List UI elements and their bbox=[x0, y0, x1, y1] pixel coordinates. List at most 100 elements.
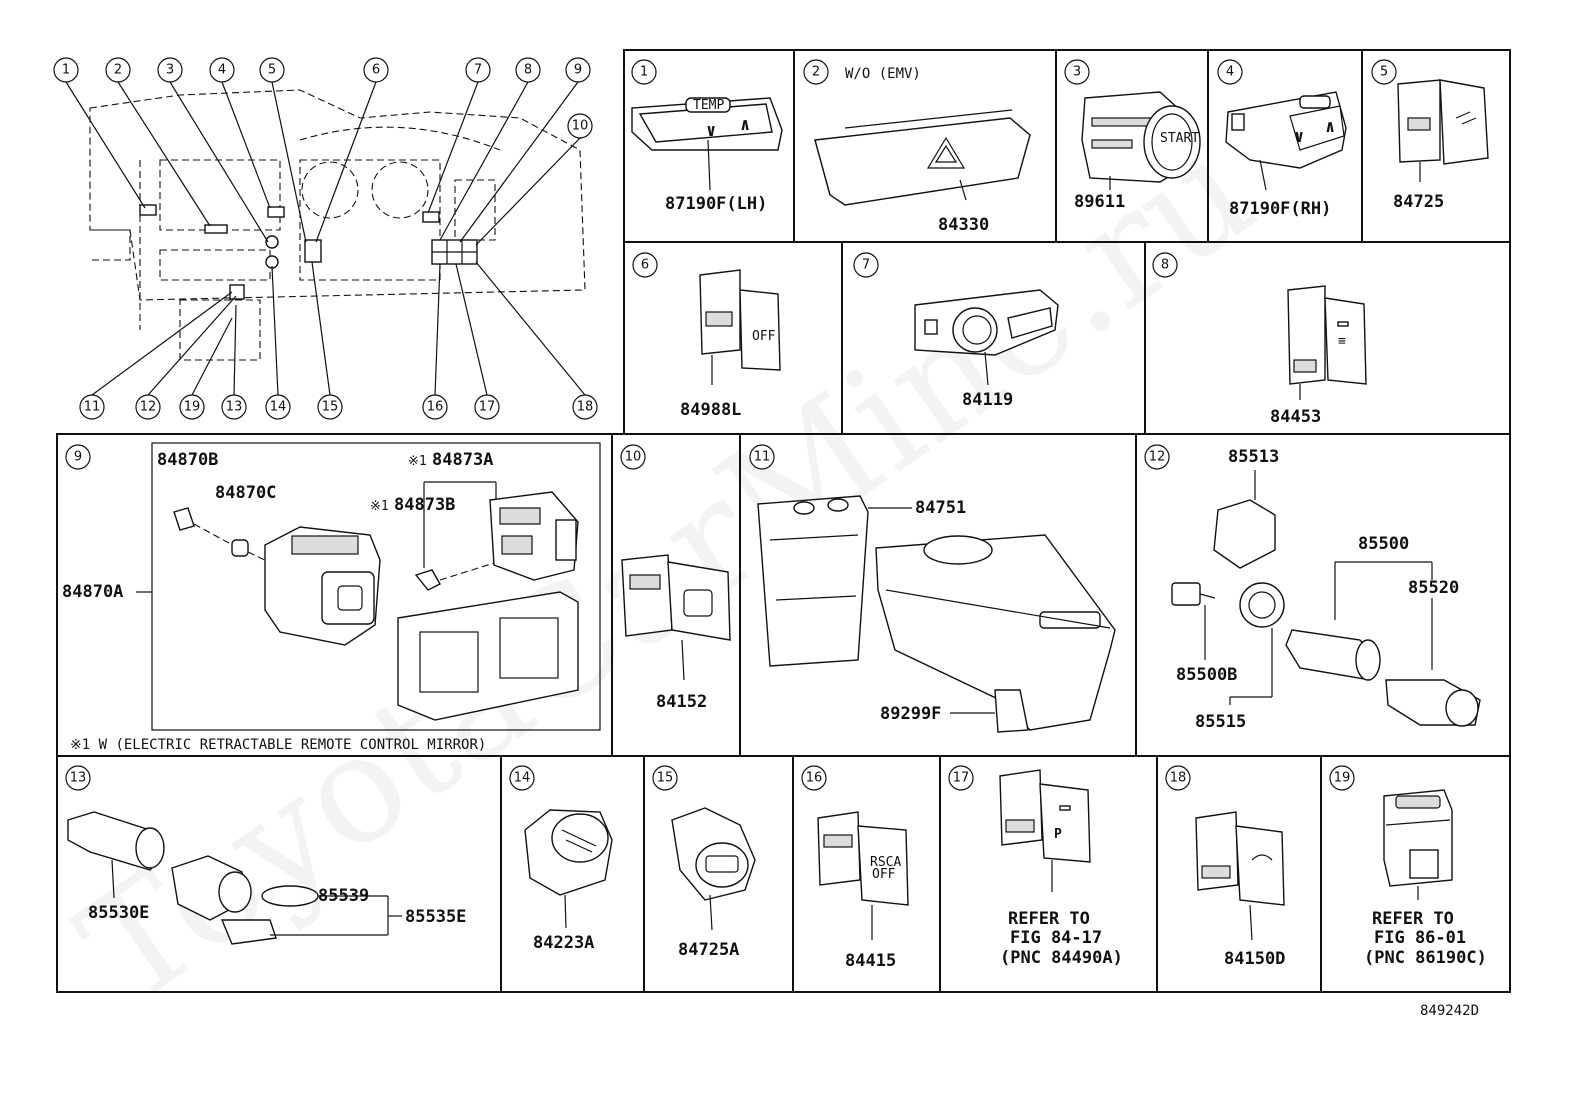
callout-10: 10 bbox=[572, 119, 589, 134]
part-84415: 84415 bbox=[845, 951, 896, 971]
ref17-line1: REFER TO bbox=[1008, 909, 1090, 929]
mark-1b: ※1 bbox=[370, 499, 389, 514]
note-wo-emv: W/O (EMV) bbox=[845, 66, 921, 82]
svg-text:10: 10 bbox=[625, 450, 642, 465]
ref19-line2: FIG 86-01 bbox=[1374, 928, 1466, 948]
callout-19: 19 bbox=[184, 400, 201, 415]
part-84870B: 84870B bbox=[157, 450, 218, 470]
svg-text:11: 11 bbox=[754, 450, 771, 465]
callout-7: 7 bbox=[474, 63, 482, 78]
svg-text:OFF: OFF bbox=[752, 329, 776, 344]
callout-12: 12 bbox=[140, 400, 157, 415]
ref19-line3: (PNC 86190C) bbox=[1364, 948, 1487, 968]
part-85530E: 85530E bbox=[88, 903, 149, 923]
part-85535E: 85535E bbox=[405, 907, 466, 927]
cell-8: 8 ≡ 84453 bbox=[1152, 252, 1367, 427]
svg-text:12: 12 bbox=[1149, 450, 1166, 465]
callout-6: 6 bbox=[372, 63, 380, 78]
part-84751: 84751 bbox=[915, 498, 966, 518]
part-89299F: 89299F bbox=[880, 704, 941, 724]
part-84870A: 84870A bbox=[62, 582, 123, 602]
cell-16: 16 RSCA OFF 84415 bbox=[801, 765, 909, 971]
ref17-line3: (PNC 84490A) bbox=[1000, 948, 1123, 968]
part-84223A: 84223A bbox=[533, 933, 594, 953]
cell-10: 10 84152 bbox=[620, 444, 731, 712]
svg-text:5: 5 bbox=[1380, 65, 1388, 80]
callout-14: 14 bbox=[270, 400, 287, 415]
svg-text:∧: ∧ bbox=[1325, 117, 1335, 137]
cell-15: 15 84725A bbox=[652, 765, 756, 960]
part-85500: 85500 bbox=[1358, 534, 1409, 554]
cell-19: 19 REFER TO FIG 86-01 (PNC 86190C) bbox=[1329, 765, 1487, 968]
part-84150D: 84150D bbox=[1224, 949, 1285, 969]
cell-17: 17 P REFER TO FIG 84-17 (PNC 84490A) bbox=[948, 765, 1123, 968]
part-87190F-RH: 87190F(RH) bbox=[1229, 199, 1331, 219]
cell-2: 2 W/O (EMV) 84330 bbox=[803, 59, 1031, 235]
dashboard-overview: 1 2 3 4 5 6 7 8 9 10 11 12 19 13 14 15 1… bbox=[53, 57, 598, 420]
cell-9: 9 84870B 84870C 84870A ※1 84873A ※1 8487… bbox=[62, 442, 601, 753]
svg-text:9: 9 bbox=[74, 450, 82, 465]
cell-14: 14 84223A bbox=[509, 765, 613, 953]
svg-text:18: 18 bbox=[1170, 771, 1187, 786]
svg-text:6: 6 bbox=[641, 258, 649, 273]
cell-4: 4 ∨ ∧ 87190F(RH) bbox=[1217, 59, 1347, 219]
svg-text:19: 19 bbox=[1334, 771, 1351, 786]
cell-1: 1 TEMP ∨ ∧ 87190F(LH) bbox=[631, 59, 783, 214]
callout-9: 9 bbox=[574, 63, 582, 78]
svg-text:START: START bbox=[1160, 131, 1199, 146]
svg-text:∨: ∨ bbox=[706, 121, 716, 141]
part-85513: 85513 bbox=[1228, 447, 1279, 467]
part-84330: 84330 bbox=[938, 215, 989, 235]
svg-text:∨: ∨ bbox=[1294, 127, 1304, 147]
part-84873B: 84873B bbox=[394, 495, 455, 515]
grid-borders bbox=[56, 49, 1511, 993]
callout-2: 2 bbox=[114, 63, 122, 78]
part-85539: 85539 bbox=[318, 886, 369, 906]
svg-text:∧: ∧ bbox=[740, 115, 750, 135]
part-89611: 89611 bbox=[1074, 192, 1125, 212]
cell-13: 13 85530E 85539 85535E bbox=[65, 765, 466, 945]
callout-4: 4 bbox=[218, 63, 226, 78]
ref19-line1: REFER TO bbox=[1372, 909, 1454, 929]
mark-1a: ※1 bbox=[408, 454, 427, 469]
callout-15: 15 bbox=[322, 400, 339, 415]
ref17-line2: FIG 84-17 bbox=[1010, 928, 1102, 948]
svg-text:1: 1 bbox=[640, 65, 648, 80]
callout-1: 1 bbox=[62, 63, 70, 78]
svg-text:13: 13 bbox=[70, 771, 87, 786]
callout-11: 11 bbox=[84, 400, 101, 415]
svg-text:16: 16 bbox=[806, 771, 823, 786]
part-85520: 85520 bbox=[1408, 578, 1459, 598]
callout-17: 17 bbox=[479, 400, 496, 415]
part-85500B: 85500B bbox=[1176, 665, 1237, 685]
part-84873A: 84873A bbox=[432, 450, 493, 470]
svg-text:15: 15 bbox=[657, 771, 674, 786]
part-84119: 84119 bbox=[962, 390, 1013, 410]
svg-text:17: 17 bbox=[953, 771, 970, 786]
cell-3: 3 START 89611 bbox=[1064, 59, 1201, 212]
svg-text:P: P bbox=[1054, 827, 1062, 842]
callout-8: 8 bbox=[524, 63, 532, 78]
svg-text:14: 14 bbox=[514, 771, 531, 786]
cell-18: 18 84150D bbox=[1165, 765, 1285, 969]
svg-text:RSCA: RSCA bbox=[870, 855, 901, 870]
part-87190F-LH: 87190F(LH) bbox=[665, 194, 767, 214]
svg-text:≡: ≡ bbox=[1338, 334, 1346, 349]
svg-text:8: 8 bbox=[1161, 258, 1169, 273]
part-84870C: 84870C bbox=[215, 483, 276, 503]
callout-5: 5 bbox=[268, 63, 276, 78]
svg-text:4: 4 bbox=[1226, 65, 1234, 80]
svg-text:OFF: OFF bbox=[872, 867, 896, 882]
callout-3: 3 bbox=[166, 63, 174, 78]
part-84725A: 84725A bbox=[678, 940, 739, 960]
diagram-id: 849242D bbox=[1420, 1003, 1479, 1019]
callout-16: 16 bbox=[427, 400, 444, 415]
svg-text:3: 3 bbox=[1073, 65, 1081, 80]
cell-11: 11 84751 89299F bbox=[749, 444, 1116, 733]
svg-text:2: 2 bbox=[812, 65, 820, 80]
part-84725: 84725 bbox=[1393, 192, 1444, 212]
callout-13: 13 bbox=[226, 400, 243, 415]
cell-7: 7 84119 bbox=[853, 252, 1059, 410]
svg-text:7: 7 bbox=[862, 258, 870, 273]
